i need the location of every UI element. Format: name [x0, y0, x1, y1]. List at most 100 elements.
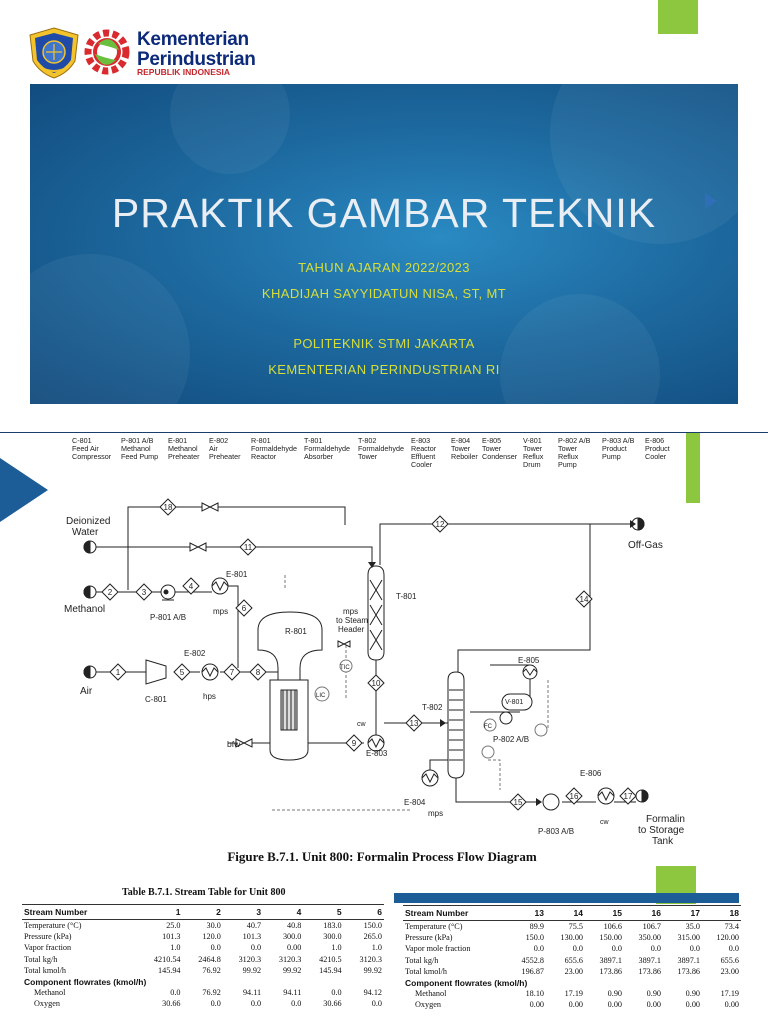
- svg-text:8: 8: [256, 668, 261, 677]
- green-accent-tab: [686, 433, 700, 503]
- header-cell: 17: [663, 905, 702, 921]
- label-r801: R-801: [285, 627, 307, 636]
- label-hps: hps: [203, 692, 216, 701]
- figure-caption: Figure B.7.1. Unit 800: Formalin Process…: [227, 849, 537, 864]
- svg-text:18: 18: [164, 503, 173, 512]
- equip-desc: Product Pump: [602, 444, 627, 461]
- process-flow-diagram: 18 12 11 2 3 4 6 1 5 7 8 9 10 13 14 15 1…: [64, 498, 685, 847]
- label-off-gas: Off-Gas: [628, 540, 663, 551]
- svg-text:16: 16: [570, 792, 579, 801]
- equip-tag: E-804: [451, 436, 471, 445]
- equip-tag: E-801: [168, 436, 188, 445]
- ministry-name: KEMENTERIAN PERINDUSTRIAN RI: [268, 362, 500, 377]
- header-cell: 4: [263, 904, 304, 920]
- slide-title: PRAKTIK GAMBAR TEKNIK: [111, 190, 657, 236]
- header-cell: 14: [546, 905, 585, 921]
- svg-text:3: 3: [142, 588, 147, 597]
- label-v801: V-801: [505, 699, 523, 706]
- brand-line-2: Perindustrian: [137, 49, 256, 70]
- svg-text:9: 9: [352, 739, 357, 748]
- play-arrow-icon[interactable]: [705, 193, 717, 209]
- svg-text:13: 13: [410, 719, 419, 728]
- table-section-row: Component flowrates (kmol/h): [24, 976, 147, 987]
- reactor-r801: [257, 611, 323, 761]
- equip-desc: Tower Reflux Pump: [558, 444, 579, 469]
- label-c801: C-801: [145, 695, 167, 704]
- label-e805: E-805: [518, 656, 540, 665]
- header-cell: 5: [303, 904, 344, 920]
- equip-desc: Tower Condenser: [482, 444, 518, 461]
- svg-text:7: 7: [230, 668, 235, 677]
- equip-tag: P-801 A/B: [121, 436, 154, 445]
- equip-tag: E-803: [411, 436, 431, 445]
- equip-desc: Reactor Effluent Cooler: [411, 444, 437, 469]
- stream-line: [127, 506, 346, 590]
- blue-accent-strip: [394, 893, 739, 903]
- green-accent-tab: [658, 0, 698, 34]
- svg-text:10: 10: [372, 679, 381, 688]
- svg-text:12: 12: [436, 520, 445, 529]
- label-e804: E-804: [404, 798, 426, 807]
- equip-desc: Air Preheater: [209, 444, 241, 461]
- label-t802: T-802: [422, 703, 443, 712]
- label-methanol: Methanol: [64, 604, 105, 615]
- equip-desc: Formaldehyde Tower: [358, 444, 404, 461]
- chevron-accent-icon: [0, 458, 48, 522]
- decor-bubble: [170, 84, 290, 174]
- equip-tag: R-801: [251, 436, 271, 445]
- equip-desc: Formaldehyde Reactor: [251, 444, 297, 461]
- header-cell: 16: [624, 905, 663, 921]
- label-p803: P-803 A/B: [538, 827, 574, 836]
- equip-tag: T-801: [304, 436, 323, 445]
- equip-desc: Formaldehyde Absorber: [304, 444, 350, 461]
- label-lic: LIC: [316, 693, 326, 699]
- stream-diamond: 18: [159, 498, 177, 516]
- equip-desc: Tower Reflux Drum: [523, 444, 544, 469]
- equip-tag: E-805: [482, 436, 502, 445]
- svg-text:17: 17: [624, 792, 633, 801]
- equip-tag: T-802: [358, 436, 377, 445]
- label-mps: mps: [213, 607, 228, 616]
- stream-table-left: Stream Number 1 2 3 4 5 6 Temperature (°…: [22, 904, 384, 1010]
- equip-desc: Tower Reboiler: [451, 444, 478, 461]
- decor-bubble: [30, 254, 190, 404]
- svg-text:4: 4: [189, 582, 194, 591]
- equip-tag: P-802 A/B: [558, 436, 591, 445]
- title-panel: PRAKTIK GAMBAR TEKNIK TAHUN AJARAN 2022/…: [30, 84, 738, 404]
- header-cell: 18: [702, 905, 741, 921]
- svg-text:5: 5: [180, 668, 185, 677]
- equip-desc: Methanol Feed Pump: [121, 444, 159, 461]
- header-cell: 1: [136, 904, 183, 920]
- divider: [0, 432, 768, 433]
- label-e801: E-801: [226, 570, 248, 579]
- label-tic: TIC: [340, 665, 350, 671]
- equip-tag: V-801: [523, 436, 542, 445]
- brand-line-3: REPUBLIK INDONESIA: [137, 67, 231, 77]
- table-header-row: Stream Number 13 14 15 16 17 18: [403, 905, 741, 921]
- label-bfw: bfw: [227, 739, 241, 749]
- header-cell: 2: [182, 904, 223, 920]
- stream-table-slide: [0, 866, 768, 1024]
- label-air: Air: [80, 686, 93, 697]
- institution-name: POLITEKNIK STMI JAKARTA: [293, 336, 475, 351]
- svg-text:14: 14: [580, 595, 589, 604]
- header-cell: Stream Number: [403, 905, 507, 921]
- header-cell: 13: [507, 905, 546, 921]
- header-cell: Stream Number: [22, 904, 136, 920]
- tower-t802: [447, 671, 465, 779]
- brand-line-1: Kementerian: [137, 29, 249, 50]
- equip-tag: P-803 A/B: [602, 436, 635, 445]
- academic-year: TAHUN AJARAN 2022/2023: [298, 260, 470, 275]
- table-caption: Table B.7.1. Stream Table for Unit 800: [122, 887, 286, 898]
